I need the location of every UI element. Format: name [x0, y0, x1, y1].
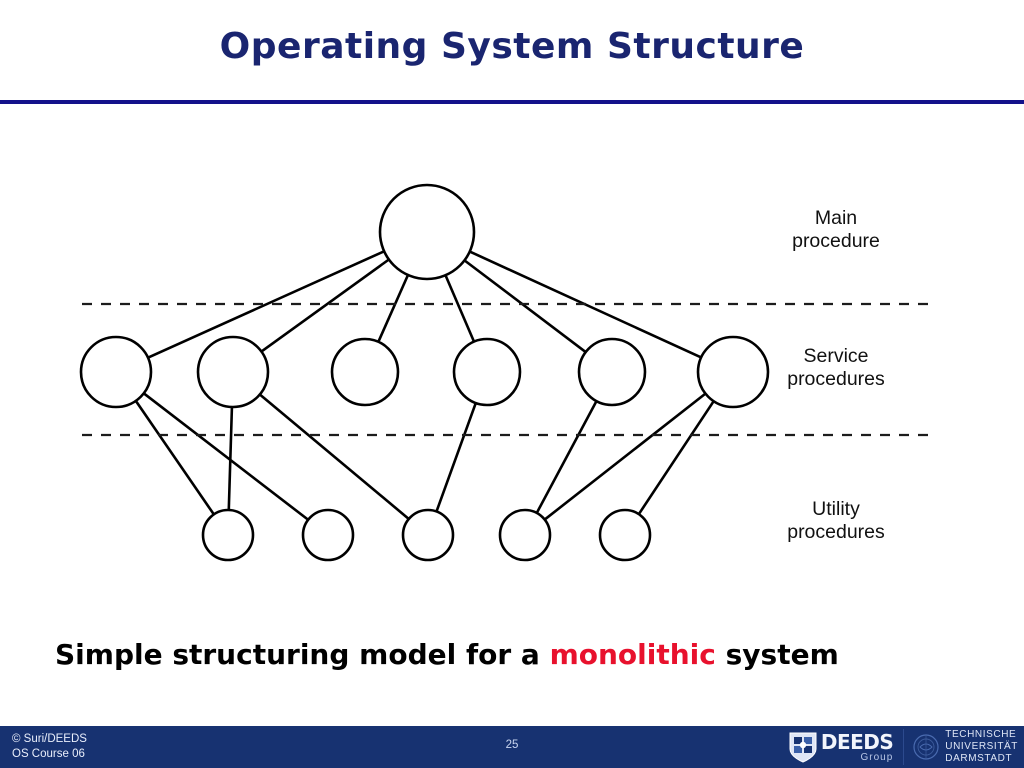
tud-line2: UNIVERSITÄT — [945, 741, 1018, 752]
diagram-node-utility — [598, 508, 652, 562]
caption-prefix: Simple structuring model for a — [55, 638, 550, 671]
diagram-edge — [543, 392, 707, 521]
deeds-name: DEEDS — [820, 729, 894, 754]
caption-suffix: system — [715, 638, 839, 671]
tud-line3: DARMSTADT — [945, 753, 1013, 764]
tud-wordmark: TECHNISCHE UNIVERSITÄT DARMSTADT — [945, 729, 1018, 765]
diagram-edge — [260, 258, 390, 353]
footer-logo-group: DEEDS Group TECHNISCHE UNIVERSITÄT DARMS… — [788, 728, 1018, 766]
diagram-edge — [134, 400, 215, 516]
diagram-node-service — [330, 337, 400, 407]
tier-divider-group — [82, 302, 930, 437]
diagram-edge — [444, 274, 476, 343]
diagram-node-service — [577, 337, 647, 407]
diagram-node-service — [196, 335, 270, 409]
diagram-node-service — [452, 337, 522, 407]
slide-footer: © Suri/DEEDS OS Course 06 25 DEEDS Group — [0, 726, 1024, 768]
diagram-edge — [637, 400, 715, 515]
diagram-edge — [535, 400, 598, 514]
footer-page-number: 25 — [505, 739, 519, 751]
diagram-edge — [142, 392, 309, 521]
diagram-node-main — [378, 183, 476, 281]
diagram-node-utility — [498, 508, 552, 562]
diagram-edge — [463, 259, 587, 354]
diagram-edge — [377, 274, 410, 343]
diagram-node-utility — [301, 508, 355, 562]
tu-darmstadt-logo: TECHNISCHE UNIVERSITÄT DARMSTADT — [903, 729, 1018, 765]
deeds-logo: DEEDS Group — [788, 729, 894, 764]
diagram-node-utility — [201, 508, 255, 562]
caption-highlight: monolithic — [549, 638, 716, 671]
node-group — [79, 183, 770, 562]
tud-seal-icon — [913, 734, 939, 760]
slide-caption: Simple structuring model for a monolithi… — [55, 638, 839, 671]
deeds-wordmark: DEEDS Group — [820, 729, 894, 763]
deeds-subtitle: Group — [860, 751, 894, 763]
diagram-edge — [147, 250, 385, 359]
diagram-node-utility — [401, 508, 455, 562]
diagram-edge — [259, 393, 410, 520]
diagram-edge — [435, 402, 477, 512]
diagram-node-service — [79, 335, 153, 409]
title-divider-rule — [0, 100, 1024, 104]
diagram-node-service — [696, 335, 770, 409]
footer-credit-line2: OS Course 06 — [12, 747, 85, 760]
footer-credit-line1: © Suri/DEEDS — [12, 733, 87, 745]
footer-credit: © Suri/DEEDS OS Course 06 — [12, 732, 87, 761]
diagram-edge — [227, 406, 234, 511]
tud-line1: TECHNISCHE — [945, 729, 1017, 740]
page-title: Operating System Structure — [219, 26, 805, 67]
deeds-shield-icon — [789, 732, 817, 763]
